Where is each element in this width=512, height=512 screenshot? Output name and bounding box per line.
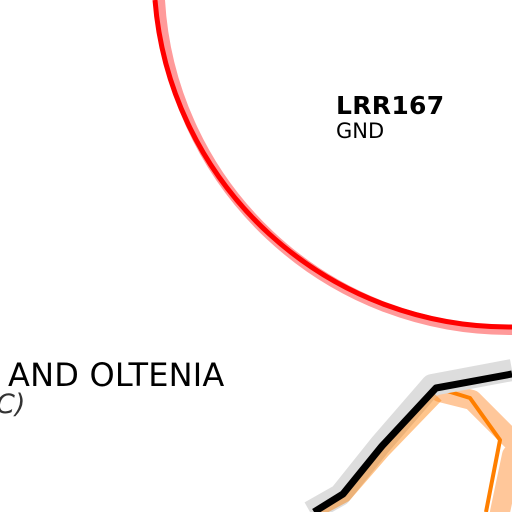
orange-route[interactable] — [430, 382, 512, 512]
airspace-boundary-line — [152, 0, 512, 330]
region-name-label[interactable]: AND OLTENIA — [8, 356, 225, 394]
orange-route-halo-branch — [490, 445, 512, 512]
orange-route-halo — [430, 382, 512, 450]
black-route-halo — [304, 359, 512, 512]
black-route-line — [312, 370, 512, 512]
region-subtitle-label: C) — [0, 389, 26, 420]
airspace-class-label: GND — [336, 119, 385, 143]
airspace-code-label[interactable]: LRR167 — [336, 91, 445, 120]
orange-route-line — [443, 388, 502, 512]
airspace-boundary[interactable] — [152, 0, 512, 336]
black-route[interactable] — [304, 359, 512, 512]
